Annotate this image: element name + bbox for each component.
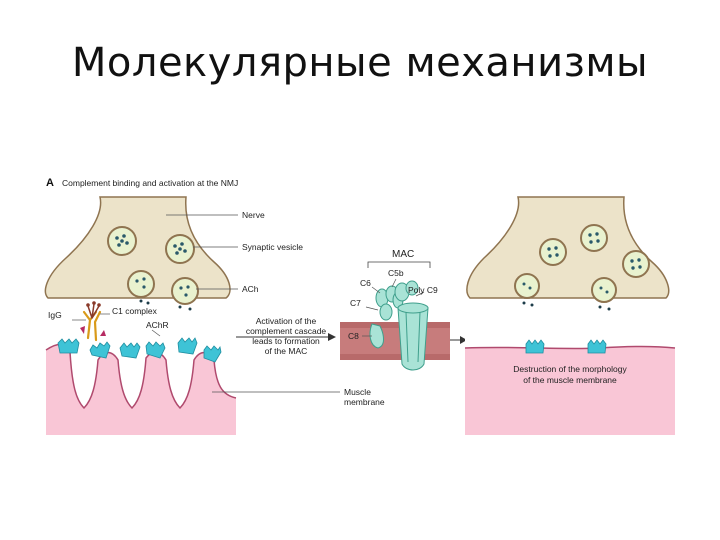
synaptic-vesicle: [622, 250, 650, 278]
destruction-text-1: Destruction of the morphology: [513, 364, 627, 374]
synaptic-vesicle-docked: [591, 277, 617, 311]
nerve-terminal-right: [466, 196, 670, 299]
destruction-arrow: [450, 336, 467, 344]
membrane-band-inner: [340, 328, 450, 354]
synaptic-vesicle-docked: [514, 273, 540, 307]
label-achr: AChR: [146, 320, 169, 330]
achr-receptor: [57, 337, 222, 363]
label-c7: C7: [350, 298, 361, 308]
activation-text-3: leads to formation: [252, 336, 320, 346]
label-c1-complex: C1 complex: [112, 306, 158, 316]
synaptic-vesicle: [580, 224, 608, 252]
label-synaptic-vesicle: Synaptic vesicle: [242, 242, 303, 252]
panel-letter: A: [46, 177, 54, 189]
label-muscle-membrane-1: Muscle: [344, 387, 371, 397]
igg-c1-complex: [80, 301, 106, 342]
label-ach: ACh: [242, 284, 259, 294]
synaptic-vesicle: [539, 238, 567, 266]
activation-arrow: [236, 333, 336, 341]
synaptic-vesicle-docked: [171, 277, 199, 311]
label-poly-c9: Poly C9: [408, 285, 438, 295]
mac-complex: [369, 280, 429, 371]
achr-receptor-remaining: [525, 339, 607, 354]
nerve-terminal-left: [44, 196, 231, 299]
synaptic-vesicle: [165, 234, 195, 264]
label-muscle-membrane-2: membrane: [344, 397, 385, 407]
activation-text-4: of the MAC: [265, 346, 308, 356]
label-leader-lines: [72, 214, 340, 393]
synaptic-vesicle-docked: [127, 270, 155, 305]
left-panel: Nerve Synaptic vesicle ACh IgG C1 comple…: [44, 196, 340, 435]
label-nerve: Nerve: [242, 210, 265, 220]
activation-text-2: complement cascade: [246, 326, 327, 336]
label-mac: MAC: [392, 249, 414, 260]
muscle-membrane-line: [45, 343, 237, 410]
label-igg: IgG: [48, 310, 62, 320]
panel-title: Complement binding and activation at the…: [62, 178, 238, 188]
mac-bracket: [367, 261, 431, 268]
right-panel: Destruction of the morphology of the mus…: [464, 196, 676, 435]
mac-panel: MAC C5b C6 C7 C8 Poly C: [340, 249, 450, 407]
label-c8: C8: [348, 331, 359, 341]
mac-leader-lines: [362, 278, 425, 337]
activation-text-1: Activation of the: [256, 316, 317, 326]
muscle-membrane-flat-fill: [465, 335, 675, 349]
muscle-background-right: [465, 335, 675, 435]
slide-title: Молекулярные механизмы: [71, 40, 649, 86]
label-c6: C6: [360, 278, 371, 288]
label-c5b: C5b: [388, 268, 404, 278]
synaptic-vesicle: [107, 226, 137, 256]
destruction-text-2: of the muscle membrane: [523, 375, 617, 385]
